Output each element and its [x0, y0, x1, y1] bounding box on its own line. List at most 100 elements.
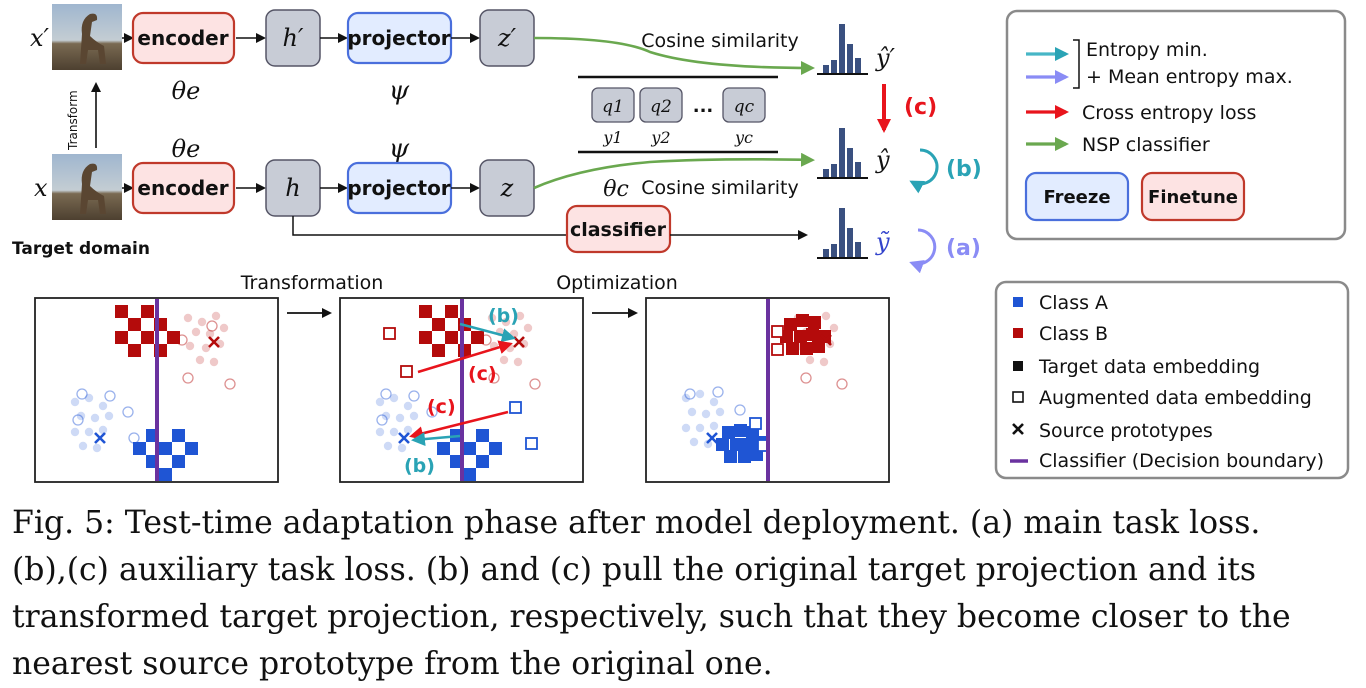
- target-embedding-class-a: [716, 438, 729, 451]
- encoder-box-top: [131, 11, 236, 65]
- target-embedding-class-a: [463, 442, 476, 455]
- source-faint-class-b: [821, 311, 831, 321]
- source-faint-class-b: [819, 357, 829, 367]
- source-faint-class-a: [98, 425, 108, 435]
- source-faint-class-a: [681, 423, 691, 433]
- transform-label: Transform: [66, 90, 80, 151]
- prediction-classifier: ỹ: [875, 228, 890, 256]
- figure-caption: Fig. 5: Test-time adaptation phase after…: [12, 500, 1352, 688]
- legend-nsp-classifier: NSP classifier: [1082, 134, 1210, 156]
- source-ring-class-b: [800, 372, 812, 384]
- target-embedding-class-b: [419, 331, 432, 344]
- source-faint-class-a: [375, 397, 385, 407]
- target-embedding-class-a: [185, 442, 198, 455]
- source-faint-class-b: [513, 357, 523, 367]
- source-ring-class-b: [182, 372, 194, 384]
- legend-class-b-marker: [1013, 328, 1023, 338]
- target-embedding-class-b: [141, 305, 154, 318]
- target-embedding-class-b: [806, 328, 819, 341]
- target-embedding-class-a: [489, 442, 502, 455]
- source-faint-class-b: [209, 357, 219, 367]
- source-faint-class-b: [197, 317, 207, 327]
- source-prototype-cross: [398, 432, 410, 444]
- nsp-arrow-top: [533, 36, 815, 75]
- prediction-nsp: ŷ: [875, 146, 890, 174]
- transformation-label: Transformation: [240, 272, 384, 294]
- source-faint-class-a: [703, 439, 713, 449]
- encoder-param-top: θe: [172, 77, 201, 105]
- source-faint-class-b: [183, 313, 193, 323]
- source-ring-class-b: [836, 378, 848, 390]
- source-faint-class-b: [185, 341, 195, 351]
- target-embedding-class-a: [159, 468, 172, 481]
- encoder-label-top: encoder: [137, 26, 228, 50]
- target-embedding-class-b: [458, 344, 471, 357]
- source-ring-class-a: [734, 404, 746, 416]
- source-faint-class-a: [687, 407, 697, 417]
- optimization-label: Optimization: [556, 272, 678, 294]
- legend-mean-entropy-max: + Mean entropy max.: [1086, 66, 1293, 88]
- target-embedding-class-a: [476, 429, 489, 442]
- source-faint-class-a: [381, 411, 391, 421]
- pull-arrow-b-top: [459, 322, 516, 342]
- prototype-q2-label: q2: [650, 97, 672, 117]
- legend-augmented-embedding: Augmented data embedding: [1039, 387, 1312, 409]
- legend-freeze-box: [1024, 171, 1130, 222]
- source-faint-class-a: [701, 409, 711, 419]
- histogram-bottom: [817, 128, 868, 179]
- source-faint-class-a: [389, 393, 399, 403]
- source-faint-class-a: [709, 397, 719, 407]
- pull-arrow-c-bottom: [409, 410, 509, 441]
- source-faint-class-a: [681, 393, 691, 403]
- prototype-y1-label: y1: [602, 128, 622, 147]
- source-faint-class-a: [695, 423, 705, 433]
- encoder-label-bottom: encoder: [137, 176, 228, 200]
- classifier-param: θc: [603, 177, 629, 202]
- source-faint-class-a: [389, 427, 399, 437]
- source-faint-class-a: [98, 401, 108, 411]
- legend-target-marker: [1013, 361, 1023, 371]
- legend-embeddings: Class A Class B Target data embedding Au…: [994, 280, 1350, 480]
- legend-target-embedding: Target data embedding: [1038, 356, 1260, 378]
- target-embedding-class-a: [463, 468, 476, 481]
- source-ring-class-a: [712, 386, 724, 398]
- projector-label-bottom: projector: [347, 176, 450, 200]
- source-prototype-cross: [94, 432, 106, 444]
- classifier-label: classifier: [570, 219, 667, 241]
- augmented-embedding-class-b: [771, 343, 784, 356]
- source-prototype-cross: [820, 334, 832, 346]
- target-image: [52, 154, 122, 220]
- source-faint-class-a: [395, 413, 405, 423]
- target-image-transformed: [52, 4, 122, 70]
- target-embedding-class-a: [172, 455, 185, 468]
- target-domain-label: Target domain: [12, 239, 150, 259]
- target-embedding-class-a: [724, 450, 737, 463]
- prototype-qc: [722, 87, 766, 123]
- source-ring-class-b: [224, 378, 236, 390]
- target-embedding-class-b: [808, 316, 821, 329]
- legend-bracket: [1073, 39, 1080, 89]
- source-ring-class-a: [408, 390, 420, 402]
- source-faint-class-a: [92, 443, 102, 453]
- source-faint-class-a: [375, 427, 385, 437]
- caption-line-1: Fig. 5: Test-time adaptation phase after…: [12, 505, 1261, 541]
- target-embedding-class-a: [450, 455, 463, 468]
- target-embedding-class-b: [432, 344, 445, 357]
- source-faint-class-a: [383, 441, 393, 451]
- legend-decision-boundary: Classifier (Decision boundary): [1039, 450, 1324, 472]
- histogram-top: [817, 24, 868, 75]
- target-embedding-class-a: [742, 438, 755, 451]
- caption-line-2: (b),(c) auxiliary task loss. (b) and (c)…: [12, 552, 1257, 588]
- caption-line-4: nearest source prototype from the origin…: [12, 646, 773, 682]
- target-embedding-class-a: [172, 429, 185, 442]
- hidden-label-bottom: h: [285, 174, 300, 202]
- prototype-qc-label: qc: [734, 97, 755, 117]
- embedding-panel-initial: [34, 297, 279, 483]
- legend-finetune-label: Finetune: [1148, 187, 1238, 208]
- hidden-label-top: h′: [283, 24, 304, 52]
- target-embedding-class-b: [800, 342, 813, 355]
- target-embedding-class-b: [128, 318, 141, 331]
- source-faint-class-b: [501, 317, 511, 327]
- source-faint-class-b: [523, 323, 533, 333]
- target-embedding-class-a: [437, 442, 450, 455]
